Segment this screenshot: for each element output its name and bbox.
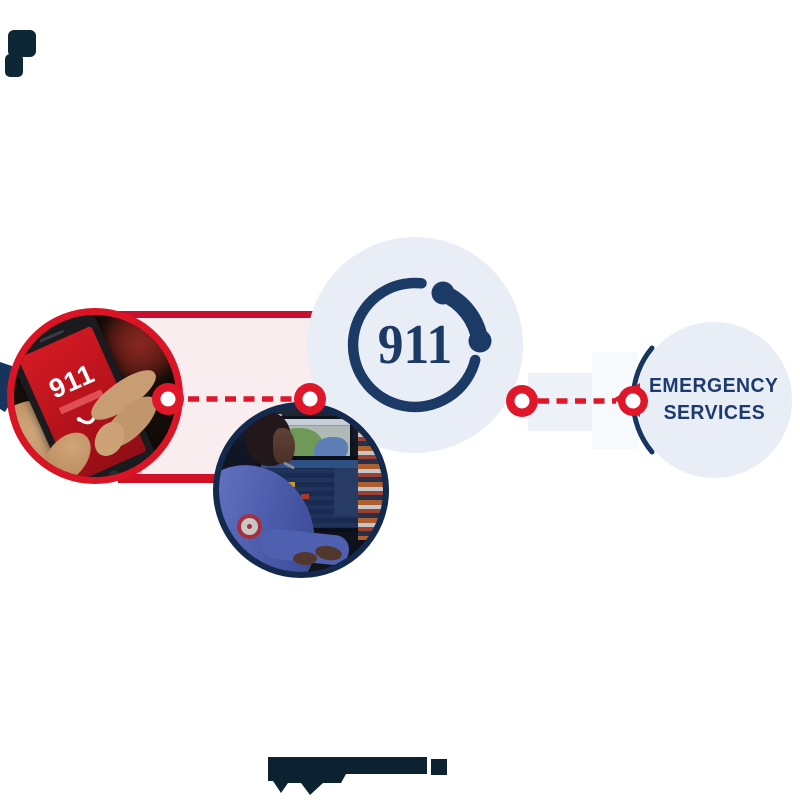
dispatcher-circle: [213, 402, 389, 578]
services-label-line2: SERVICES: [663, 402, 765, 424]
services-label-line1: EMERGENCY: [649, 375, 779, 397]
uniform-patch: [237, 514, 262, 539]
dispatcher-hand: [293, 552, 317, 565]
right-connector-band: [528, 373, 594, 431]
patch-center: [247, 524, 252, 529]
corner-artifact-mark: [5, 30, 36, 77]
phone-home-button: [107, 468, 121, 477]
handset-mouthpiece: [468, 329, 492, 353]
map-toolbar: [274, 419, 350, 426]
bottom-artifact-mark: [268, 757, 447, 795]
dispatcher-face: [273, 428, 295, 464]
cad-status-cell: [301, 494, 309, 499]
photo-blue-tint: [219, 408, 383, 572]
caller-circle: 911: [7, 308, 183, 484]
status-board-screens: [358, 428, 383, 540]
center-911-label: 911: [377, 314, 453, 376]
right-connector-column: [592, 352, 638, 449]
cad-toolbar: [261, 460, 359, 468]
handset-earpiece: [431, 281, 455, 305]
emergency-services-circle: EMERGENCY SERVICES: [636, 322, 792, 478]
band-top-red-stripe: [118, 311, 316, 318]
cad-side-panel: [333, 468, 359, 516]
phone-handset-arc-icon: [347, 277, 492, 413]
open-ring-arc: [347, 277, 481, 413]
